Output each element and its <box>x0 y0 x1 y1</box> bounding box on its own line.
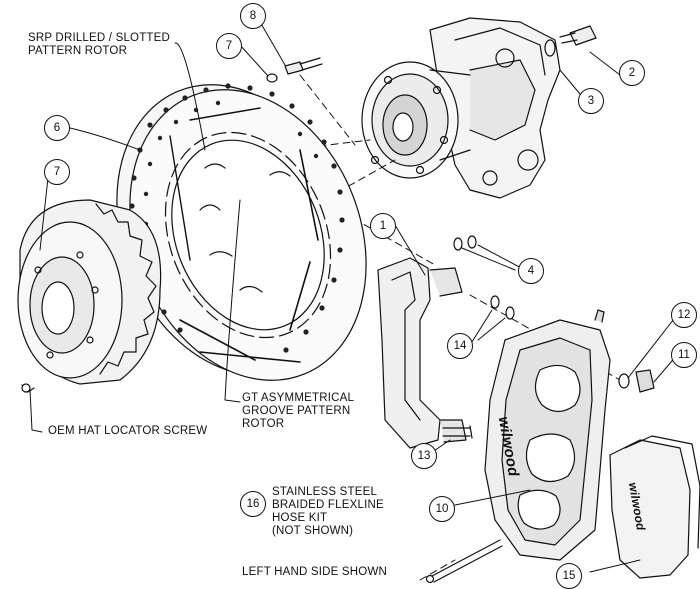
callout-3: 3 <box>578 88 604 114</box>
brake-rotor <box>116 83 367 381</box>
leader-lines <box>29 14 678 573</box>
caliper-pin <box>425 539 503 584</box>
callout-4: 4 <box>518 258 544 284</box>
hose-kit-label: STAINLESS STEEL BRAIDED FLEXLINE HOSE KI… <box>272 486 384 537</box>
callout-10: 10 <box>429 496 455 522</box>
callout-13: 13 <box>411 443 437 469</box>
callout-7: 7 <box>44 159 70 185</box>
bracket-bolt <box>442 425 473 439</box>
rotor-hat <box>17 199 162 393</box>
brake-pads <box>609 435 700 579</box>
callout-8: 7 <box>216 33 242 59</box>
callout-14: 14 <box>447 333 473 359</box>
caliper <box>484 309 611 561</box>
callout-9: 8 <box>240 3 266 29</box>
hub-knuckle-assembly <box>361 17 561 199</box>
shim-washers <box>453 235 515 320</box>
callout-1: 1 <box>370 213 396 239</box>
gt-rotor-label: GT ASYMMETRICAL GROOVE PATTERN ROTOR <box>242 392 355 430</box>
callout-11: 11 <box>671 342 697 368</box>
caliper-bracket <box>377 257 467 449</box>
callout-16: 16 <box>240 491 266 517</box>
oem-screw-label: OEM HAT LOCATOR SCREW <box>48 425 208 437</box>
rotor-bolts <box>266 57 323 83</box>
callout-2: 2 <box>619 60 645 86</box>
callout-15: 15 <box>556 563 582 589</box>
bridge-bolt <box>618 369 655 393</box>
callout-12: 12 <box>671 302 697 328</box>
side-note-label: LEFT HAND SIDE SHOWN <box>242 566 387 578</box>
srp-rotor-label: SRP DRILLED / SLOTTED PATTERN ROTOR <box>28 32 171 57</box>
callout-6: 6 <box>44 115 70 141</box>
hub-bolt <box>544 25 597 57</box>
